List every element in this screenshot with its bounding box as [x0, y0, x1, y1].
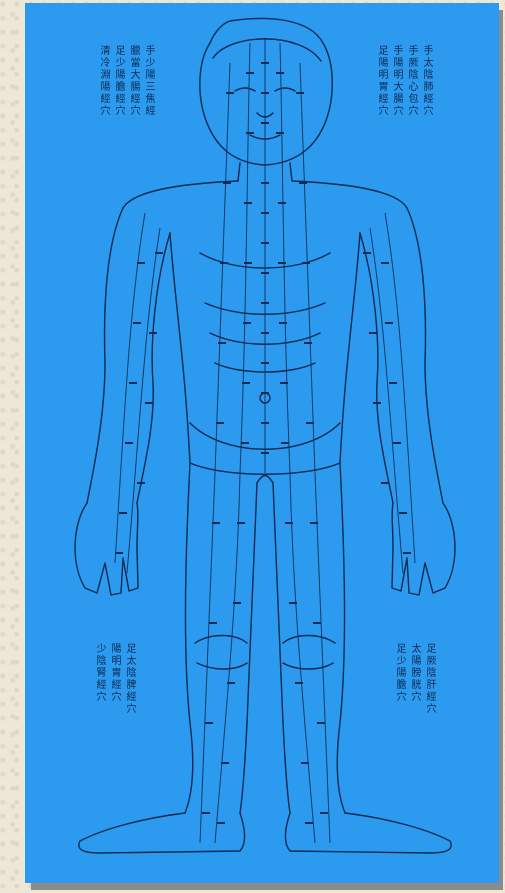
text-column: 手陽明大腸穴 — [390, 45, 402, 117]
right-foot — [285, 813, 451, 853]
text-column: 陽明胃經穴 — [108, 643, 120, 715]
torso-left — [170, 233, 190, 463]
left-foot — [79, 813, 245, 853]
text-block-top-left: 手少陽三焦經 臘當大腸經穴 足少陽膽經穴 清冷淵陽經穴 — [97, 45, 154, 117]
text-column: 清冷淵陽經穴 — [97, 45, 109, 117]
meridian-line-right-arm-2 — [370, 228, 403, 573]
body-outline-figure — [25, 3, 499, 883]
head-outline — [200, 19, 332, 165]
left-knee — [195, 636, 247, 670]
right-leg-inner — [273, 483, 290, 813]
text-column: 足少陽膽經穴 — [112, 45, 124, 117]
text-block-bottom-left: 足太陰脾經穴 陽明胃經穴 少陰腎經穴 — [93, 643, 135, 715]
text-column: 少陰腎經穴 — [93, 643, 105, 715]
meridian-line-right-2 — [300, 63, 330, 843]
meridian-line-left-arm — [115, 213, 145, 563]
left-leg-inner — [240, 483, 257, 813]
left-arm-outer — [87, 208, 123, 503]
hair-line — [213, 39, 321, 61]
meridian-chart-plate: 手少陽三焦經 臘當大腸經穴 足少陽膽經穴 清冷淵陽經穴 手太陰肺經穴 手厥陰心包… — [25, 3, 499, 883]
text-column: 足厥陰肝經穴 — [423, 643, 435, 715]
text-block-bottom-right: 足厥陰肝經穴 太陽膀胱穴 足少陽膽穴 — [393, 643, 435, 715]
right-arm-outer — [407, 208, 443, 503]
text-column: 手太陰肺經穴 — [420, 45, 432, 117]
text-column: 足陽明胃經穴 — [375, 45, 387, 117]
torso-right — [340, 233, 360, 463]
right-knee — [283, 636, 335, 670]
meridian-line-left-arm-2 — [127, 228, 160, 573]
text-column: 足少陽膽穴 — [393, 643, 405, 715]
text-block-top-right: 手太陰肺經穴 手厥陰心包穴 手陽明大腸穴 足陽明胃經穴 — [375, 45, 432, 117]
crotch-line — [257, 476, 273, 484]
left-leg-outer — [185, 463, 193, 813]
text-column: 足太陰脾經穴 — [123, 643, 135, 715]
meridian-line-right-arm — [385, 213, 415, 563]
text-column: 太陽膀胱穴 — [408, 643, 420, 715]
text-column: 臘當大腸經穴 — [127, 45, 139, 117]
right-leg-outer — [337, 463, 345, 813]
text-column: 手厥陰心包穴 — [405, 45, 417, 117]
meridian-line-left-2 — [200, 63, 230, 843]
text-column: 手少陽三焦經 — [142, 45, 154, 117]
acupoint-markers — [115, 63, 411, 823]
